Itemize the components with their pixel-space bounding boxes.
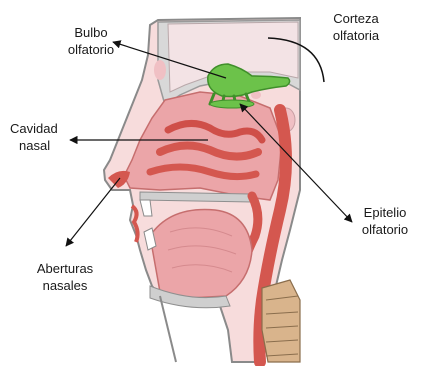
- cervical-spine: [262, 280, 300, 362]
- tongue: [150, 210, 252, 298]
- label-aberturas-nasales: Aberturas nasales: [20, 260, 110, 294]
- label-bulbo-olfatorio: Bulbo olfatorio: [56, 24, 126, 58]
- label-corteza-olfatoria: Corteza olfatoria: [316, 10, 396, 44]
- hard-palate: [140, 192, 252, 202]
- label-epitelio-olfatorio: Epitelio olfatorio: [352, 204, 418, 238]
- label-aberturas-line1: Aberturas: [20, 260, 110, 277]
- label-epitelio-line1: Epitelio: [352, 204, 418, 221]
- arrow-aberturas-nasales: [66, 178, 120, 246]
- neck-front: [160, 296, 176, 362]
- label-cavidad-nasal: Cavidad nasal: [10, 120, 80, 154]
- olfactory-epithelium: [210, 100, 254, 108]
- sinus-patch: [154, 60, 166, 80]
- label-aberturas-line2: nasales: [20, 277, 110, 294]
- label-epitelio-line2: olfatorio: [352, 221, 418, 238]
- label-corteza-line2: olfatoria: [316, 27, 396, 44]
- label-corteza-line1: Corteza: [316, 10, 396, 27]
- label-cavidad-line2: nasal: [10, 137, 80, 154]
- label-cavidad-line1: Cavidad: [10, 120, 80, 137]
- label-bulbo-line2: olfatorio: [56, 41, 126, 58]
- label-bulbo-line1: Bulbo: [56, 24, 126, 41]
